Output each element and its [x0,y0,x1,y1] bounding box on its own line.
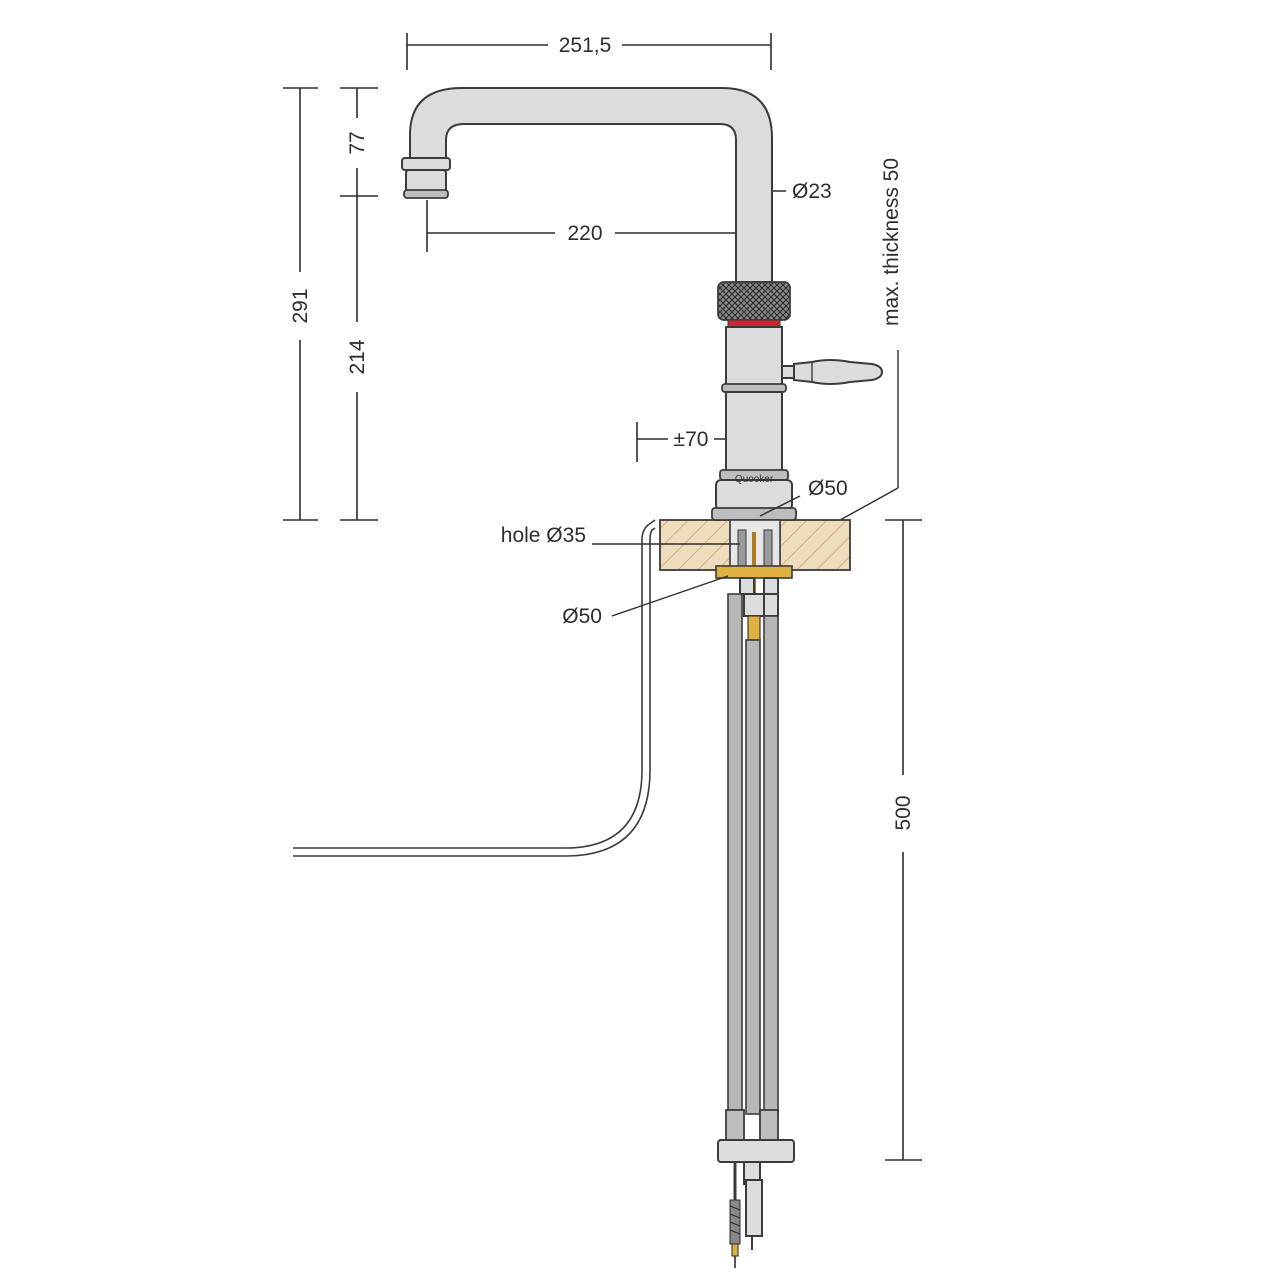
spout-diameter-label: Ø23 [792,180,832,203]
dimension-hose-length: 500 [885,519,922,1161]
faucet-spout [401,87,773,283]
dimension-spout-width: 251,5 [406,33,772,70]
base-diameter-top-label: Ø50 [808,477,848,500]
sink-edge-line [293,519,656,857]
spout-drop-label: 77 [346,131,369,154]
knurled-grip [717,281,791,321]
base-diameter-bottom-label: Ø50 [562,605,602,628]
faucet-body: Quooker [711,281,797,521]
dimension-spout-drop: 77 [340,87,378,197]
spout-reach-label: 220 [567,222,602,245]
max-thickness-label: max. thickness 50 [880,158,903,326]
spout-width-label: 251,5 [559,34,612,57]
dimension-max-thickness: max. thickness 50 [821,158,903,531]
body-height-label: 214 [346,339,369,374]
red-indicator-ring [727,319,781,328]
dimension-base-diameter-top: Ø50 [759,477,848,517]
swivel-label: ±70 [674,428,709,451]
hose-length-label: 500 [892,795,915,830]
dimension-hole: hole Ø35 [501,524,740,547]
total-height-label: 291 [289,288,312,323]
dimension-total-height: 291 [283,87,318,521]
brand-label: Quooker [735,474,774,485]
mounting-assembly [715,519,793,641]
faucet-lever-handle [781,359,884,385]
hole-label: hole Ø35 [501,524,586,547]
dimension-spout-reach: 220 [426,200,752,252]
supply-hoses [717,593,795,1268]
dimension-base-diameter-bottom: Ø50 [562,575,729,628]
dimension-body-height: 214 [340,196,378,521]
